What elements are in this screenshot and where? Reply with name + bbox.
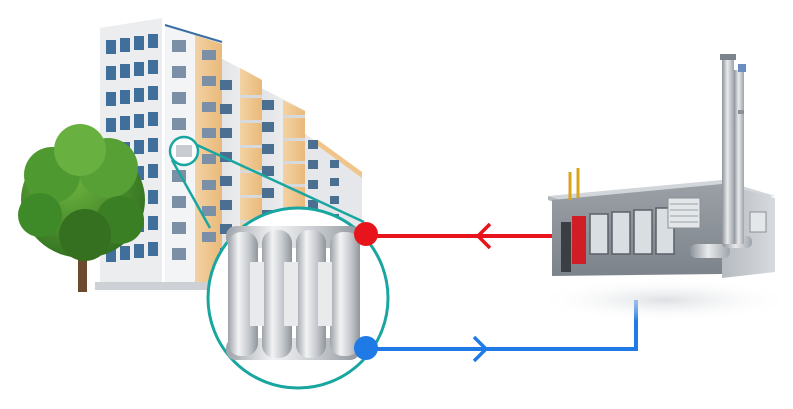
radiator-icon [226, 226, 360, 360]
arrow-right-icon [472, 335, 489, 363]
boiler-house-icon [535, 168, 793, 322]
arrow-left-icon [475, 222, 492, 250]
chimney-icon [720, 54, 746, 244]
cold-connector [354, 336, 378, 360]
hot-supply-pipe [354, 222, 552, 250]
hot-connector [354, 222, 378, 246]
cold-return-pipe [354, 300, 638, 363]
tree-icon [18, 124, 145, 292]
